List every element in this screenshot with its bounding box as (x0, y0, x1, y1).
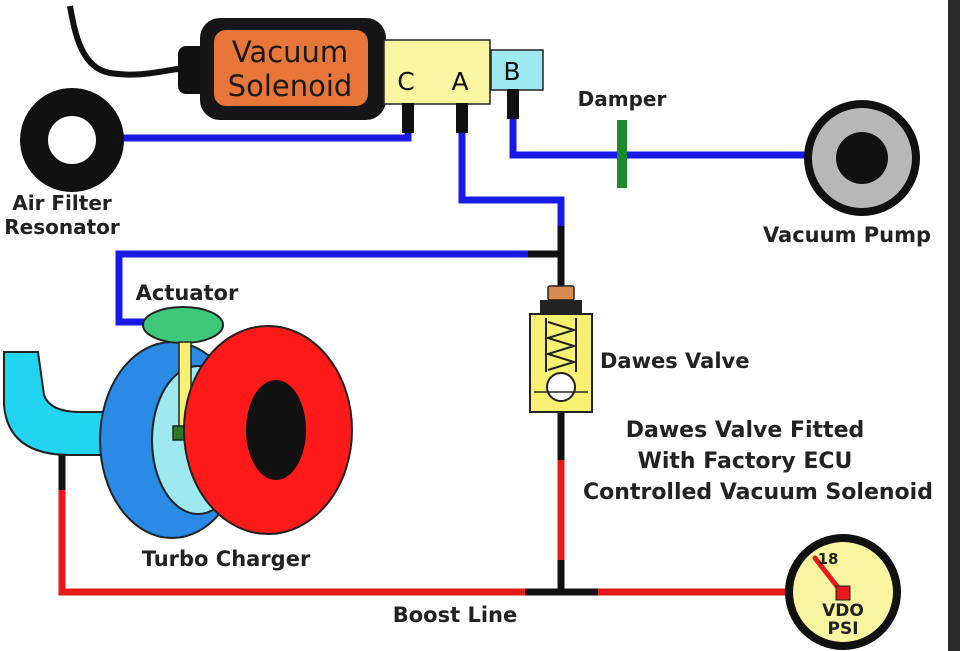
nipple-c (402, 103, 414, 133)
note-line1: Dawes Valve Fitted (626, 418, 865, 443)
port-block-b (490, 49, 544, 91)
right-border (948, 0, 960, 651)
damper-label: Damper (578, 87, 667, 111)
dawes-cap (547, 285, 575, 301)
actuator-label: Actuator (136, 281, 239, 305)
boost-line-label: Boost Line (393, 603, 517, 627)
nipple-b (507, 89, 519, 119)
turbo-charger (3, 306, 353, 539)
vacuum-pump (804, 100, 920, 216)
air-filter-ring (20, 88, 124, 192)
turbo-charger-label: Turbo Charger (142, 547, 311, 571)
port-b-label: B (503, 57, 520, 86)
nipple-a (456, 103, 468, 133)
dawes-ball (546, 372, 576, 402)
boost-gauge: 18 VDO PSI (785, 534, 901, 650)
actuator-body (142, 306, 224, 344)
gauge-reading: 18 (818, 550, 839, 568)
vacuum-pump-label: Vacuum Pump (763, 223, 931, 247)
turbine-outlet (246, 380, 306, 480)
dawes-spring (544, 321, 578, 371)
solenoid-cable (67, 5, 186, 78)
air-filter-label-line1: Air Filter (12, 191, 112, 215)
solenoid-label-line2: Solenoid (228, 69, 353, 103)
gauge-pivot (835, 585, 851, 601)
damper (617, 120, 627, 188)
dawes-valve (529, 285, 593, 413)
solenoid-body (214, 30, 368, 106)
note-line3: Controlled Vacuum Solenoid (583, 480, 933, 505)
vacuum-pump-center (836, 132, 888, 184)
port-block-ca (383, 39, 491, 105)
dawes-valve-label: Dawes Valve (600, 349, 749, 373)
port-c-label: C (397, 67, 414, 96)
air-filter-label-line2: Resonator (4, 215, 120, 239)
hose-tee-to-actuator (115, 250, 528, 326)
gauge-unit: PSI (827, 619, 858, 639)
note-line2: With Factory ECU (638, 449, 853, 474)
air-filter-resonator (20, 88, 124, 192)
port-a-label: A (451, 67, 468, 96)
gauge-brand: VDO (822, 601, 864, 621)
vacuum-solenoid: Vacuum Solenoid C A B (67, 5, 544, 133)
hose-port-a-to-tee (458, 104, 565, 228)
intake-pipe (3, 351, 121, 456)
solenoid-label-line1: Vacuum (232, 35, 348, 69)
dawes-nut (540, 300, 582, 314)
